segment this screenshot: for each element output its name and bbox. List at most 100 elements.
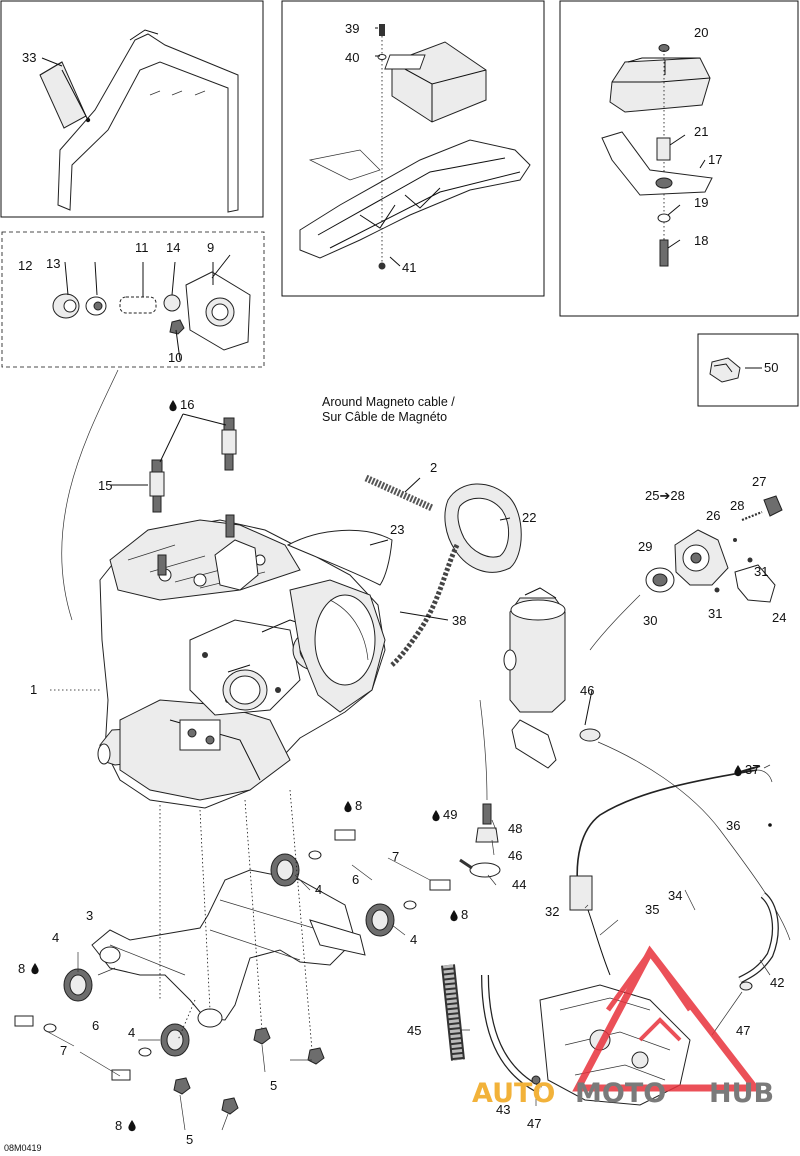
part-50-clip [709,357,741,383]
part-lower-pump-hoses [441,964,691,1106]
oil-drop-icon-8d [128,1120,136,1132]
label-1: 1 [30,682,37,697]
watermark-hub: HUB [709,1078,774,1109]
label-48: 48 [508,821,522,836]
label-5-right: 5 [270,1078,277,1093]
part-oil-pump-assembly [589,495,783,651]
label-23: 23 [390,522,404,537]
oil-drop-icon-8c [31,963,39,975]
label-7-lower: 7 [60,1043,67,1058]
oil-drop-icon [169,400,177,412]
label-11: 11 [135,240,149,255]
label-30: 30 [643,613,657,628]
label-40: 40 [345,50,359,65]
label-28: 28 [730,498,744,513]
inset-frame-handle [0,0,264,218]
label-26: 26 [706,508,720,523]
label-35: 35 [645,902,659,917]
label-24: 24 [772,610,786,625]
label-10: 10 [168,350,182,365]
label-9: 9 [207,240,214,255]
inset-frame-ecu [281,0,545,297]
label-31-upper: 31 [754,564,768,579]
label-3: 3 [86,908,93,923]
label-31-lower: 31 [708,606,722,621]
label-46-top: 46 [580,683,594,698]
label-27: 27 [752,474,766,489]
part-exhaust-resonator [503,587,791,941]
label-29: 29 [638,539,652,554]
label-20: 20 [694,25,708,40]
label-46-lower: 46 [508,848,522,863]
label-47-right: 47 [736,1023,750,1038]
part-22-rope-handle [390,483,522,667]
label-8-bottom: 8 [115,1118,122,1133]
label-4-d: 4 [128,1025,135,1040]
label-45: 45 [407,1023,421,1038]
label-4-b: 4 [410,932,417,947]
inset-frame-clip [697,333,799,407]
label-37: 37 [745,762,759,777]
label-38: 38 [452,613,466,628]
callout-line-1: Around Magneto cable / [322,395,455,409]
label-12: 12 [18,258,32,273]
label-13: 13 [46,256,60,271]
label-36: 36 [726,818,740,833]
part-3-mount-plate [91,869,356,1021]
part-chassis-tunnel [299,139,531,259]
oil-drop-icon-8a [344,801,352,813]
label-50: 50 [764,360,778,375]
watermark-auto: AUTO [472,1078,555,1109]
label-47-bottom: 47 [527,1116,541,1131]
label-14: 14 [166,240,180,255]
label-8-upper: 8 [355,798,362,813]
label-8-right: 8 [461,907,468,922]
oil-drop-icon-37 [734,765,742,777]
label-5-bottom: 5 [186,1132,193,1147]
label-8-left: 8 [18,961,25,976]
callout-line-2: Sur Câble de Magnéto [322,410,447,424]
part-4-rubber-mounts [63,853,395,1057]
label-42: 42 [770,975,784,990]
label-17: 17 [708,152,722,167]
label-21: 21 [694,124,708,139]
label-34: 34 [668,888,682,903]
label-19: 19 [694,195,708,210]
watermark-text: AUTO MOTO HUB [472,1078,774,1109]
part-oil-lines [569,765,779,991]
part-23-deflector [286,529,393,586]
part-number-labels: 33 39 40 41 20 21 17 19 18 50 12 13 11 1… [4,21,786,1153]
watermark-moto: MOTO [575,1078,666,1109]
part-5-nuts [173,1027,325,1115]
label-49: 49 [443,807,457,822]
oil-drop-icon-8b [450,910,458,922]
label-16: 16 [180,397,194,412]
label-4-a: 4 [315,882,322,897]
callout-labels: Around Magneto cable / Sur Câble de Magn… [322,395,455,424]
label-32: 32 [545,904,559,919]
label-15: 15 [98,478,112,493]
label-25-28: 25➔28 [645,488,685,503]
label-6-lower: 6 [92,1018,99,1033]
label-43: 43 [496,1102,510,1117]
label-6-upper: 6 [352,872,359,887]
engine-assembly [61,369,386,809]
part-17-bracket [601,131,713,196]
label-18: 18 [694,233,708,248]
part-6-7-bolts-washers [14,829,451,1081]
label-41: 41 [402,260,416,275]
part-2-spring [364,474,434,512]
oil-drop-icon-49 [432,810,440,822]
leader-lines [47,27,771,1131]
label-2: 2 [430,460,437,475]
part-clamps-44-46-48 [459,699,501,878]
label-44: 44 [512,877,526,892]
inset-frame-reservoir [559,0,799,317]
figure-code: 08M0419 [4,1143,42,1153]
inset-frame-exhaust-adaptor [1,231,265,368]
label-39: 39 [345,21,359,36]
label-7-upper: 7 [392,849,399,864]
label-22: 22 [522,510,536,525]
engine-mount-assembly [14,789,451,1115]
